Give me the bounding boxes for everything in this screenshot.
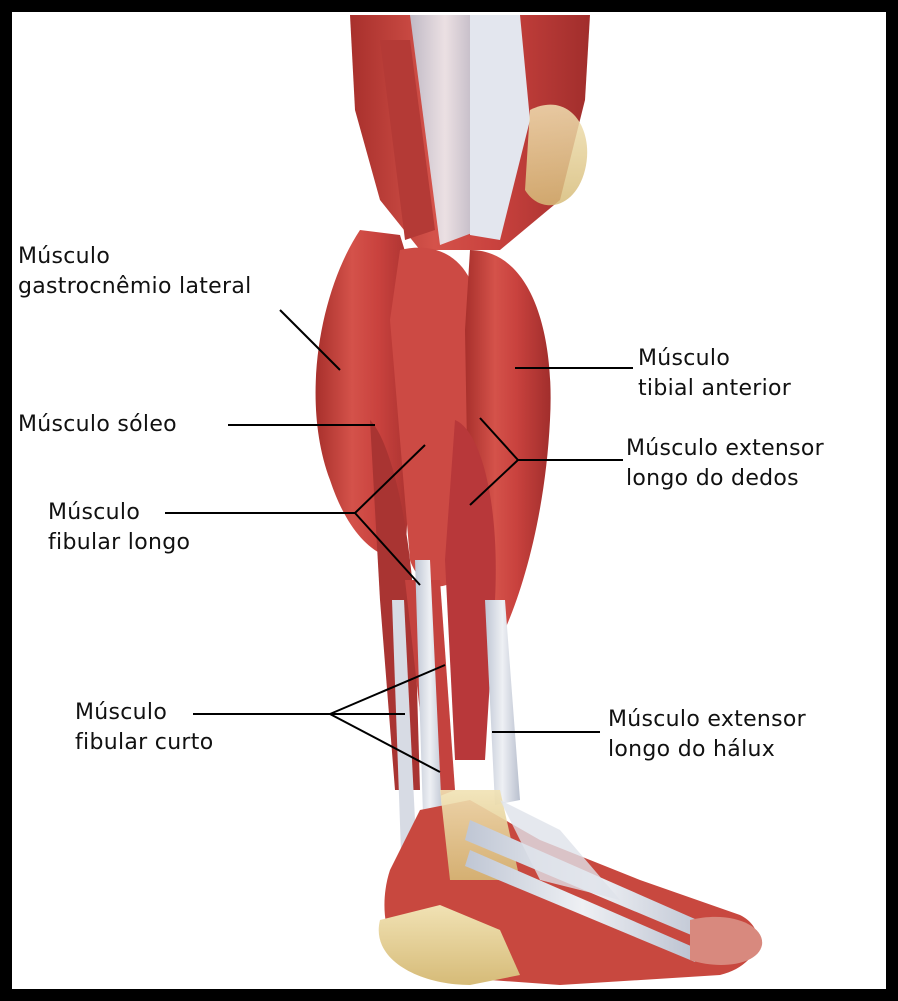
- foot: [379, 790, 762, 985]
- patella-bone: [525, 105, 587, 206]
- soleus-label-line1: Músculo sóleo: [18, 410, 177, 440]
- gastrocnemius-label-line1: Músculo: [18, 242, 252, 272]
- soleus-label: Músculo sóleo: [18, 410, 177, 440]
- fibularis-brevis-label-line2: fibular curto: [75, 728, 213, 758]
- fibularis-longus-label-line2: fibular longo: [48, 528, 190, 558]
- fibularis-longus-label: Músculo fibular longo: [48, 498, 190, 558]
- fibularis-brevis-label: Músculo fibular curto: [75, 698, 213, 758]
- extensor-digitorum-label-line2: longo do dedos: [626, 464, 824, 494]
- tibialis-anterior-label-line1: Músculo: [638, 344, 791, 374]
- gastrocnemius-label: Músculo gastrocnêmio lateral: [18, 242, 252, 302]
- extensor-digitorum-label-line1: Músculo extensor: [626, 434, 824, 464]
- fibularis-longus-label-line1: Músculo: [48, 498, 190, 528]
- extensor-digitorum-label: Músculo extensor longo do dedos: [626, 434, 824, 494]
- tibialis-anterior-label: Músculo tibial anterior: [638, 344, 791, 404]
- tibialis-anterior-label-line2: tibial anterior: [638, 374, 791, 404]
- extensor-hallucis-label-line1: Músculo extensor: [608, 705, 806, 735]
- extensor-hallucis-label: Músculo extensor longo do hálux: [608, 705, 806, 765]
- extensor-hallucis-label-line2: longo do hálux: [608, 735, 806, 765]
- gastrocnemius-label-line2: gastrocnêmio lateral: [18, 272, 252, 302]
- fibularis-brevis-label-line1: Músculo: [75, 698, 213, 728]
